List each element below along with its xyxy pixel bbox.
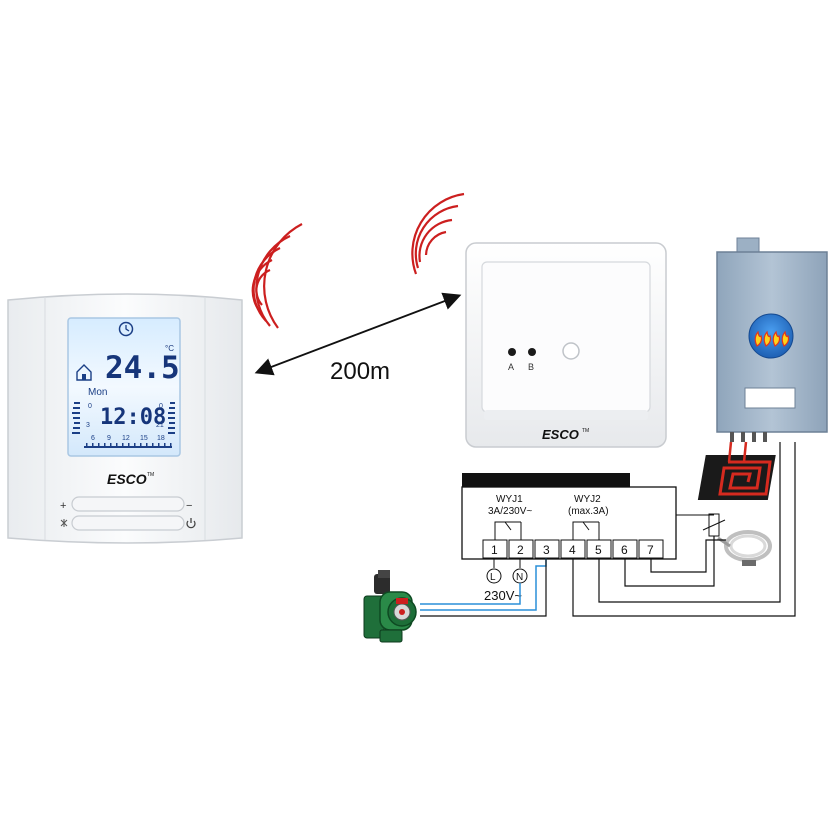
thermostat: 24.5 °C Mon 0 3 12:08 0 21 6 9 12 15 18: [7, 293, 243, 544]
scale-left-top: 0: [88, 403, 92, 410]
boiler-display: [744, 387, 796, 409]
phase-label: L: [490, 572, 496, 583]
led-b-label: B: [528, 362, 534, 372]
hour-labels: 6 9 12 15 18: [91, 435, 165, 442]
thermostat-trademark: TM: [147, 472, 154, 478]
flame-badge: [748, 313, 794, 359]
signal-waves-thermostat: [251, 223, 303, 329]
terminal-label: 2: [517, 543, 524, 557]
circulation-pump: [363, 570, 417, 643]
floor-sensor-cable: [717, 530, 772, 566]
led-a-label: A: [508, 362, 514, 372]
plus-button[interactable]: +: [60, 500, 66, 512]
floor-heating-coil: [697, 441, 776, 500]
flame-icon: [754, 330, 790, 347]
terminal-label: 5: [595, 543, 602, 557]
terminal-label: 3: [543, 543, 550, 557]
supply-voltage-label: 230V~: [484, 588, 522, 603]
relay2-rating: (max.3A): [568, 506, 609, 517]
room-temperature: 24.5: [105, 350, 180, 386]
wiring-diagram: WYJ1 3A/230V~ WYJ2 (max.3A) 1 2 3 4 5 6 …: [420, 442, 796, 617]
terminal-label: 7: [647, 543, 654, 557]
relay1-rating: 3A/230V~: [488, 506, 532, 517]
program-scale-left: [72, 402, 80, 434]
led-a-indicator: [508, 348, 516, 356]
scale-right-mid: 21: [156, 422, 164, 429]
snowflake-icon[interactable]: [60, 519, 68, 527]
hour-bar: [84, 443, 172, 448]
terminal-label: 4: [569, 543, 576, 557]
terminal-block: [482, 539, 664, 559]
pairing-button[interactable]: [562, 342, 580, 360]
program-scale-right: [168, 402, 175, 434]
receiver-unit: A B ESCO TM: [465, 242, 667, 448]
hour-label: 15: [140, 435, 148, 442]
hour-label: 9: [107, 435, 111, 442]
distance-label: 200m: [330, 358, 390, 385]
terminal-label: 1: [491, 543, 498, 557]
terminal-label: 6: [621, 543, 628, 557]
relay1-name: WYJ1: [496, 494, 523, 505]
receiver-brand: ESCO: [542, 427, 579, 442]
hour-label: 18: [157, 435, 165, 442]
scale-left-mid: 3: [86, 422, 90, 429]
led-b-indicator: [528, 348, 536, 356]
boiler: [716, 237, 828, 442]
day-label: Mon: [88, 387, 107, 398]
neutral-label: N: [516, 572, 523, 583]
receiver-trademark: TM: [582, 428, 589, 434]
lcd-screen: [67, 317, 181, 457]
hour-label: 12: [122, 435, 130, 442]
relay2-name: WYJ2: [574, 494, 601, 505]
signal-waves-receiver: [411, 192, 465, 275]
distance-arrow: [254, 292, 462, 376]
hour-label: 6: [91, 435, 95, 442]
home-icon: [76, 364, 92, 381]
clock-time: 12:08: [100, 405, 166, 430]
temperature-unit: °C: [165, 344, 174, 353]
boiler-pipes: [730, 432, 767, 442]
scale-right-top: 0: [159, 403, 163, 410]
clock-icon: [118, 321, 134, 337]
thermostat-brand: ESCO: [107, 471, 147, 487]
mode-rocker-button[interactable]: [71, 515, 185, 531]
temperature-rocker-button[interactable]: [71, 496, 185, 512]
power-icon[interactable]: [186, 518, 196, 529]
minus-button[interactable]: −: [186, 500, 192, 512]
